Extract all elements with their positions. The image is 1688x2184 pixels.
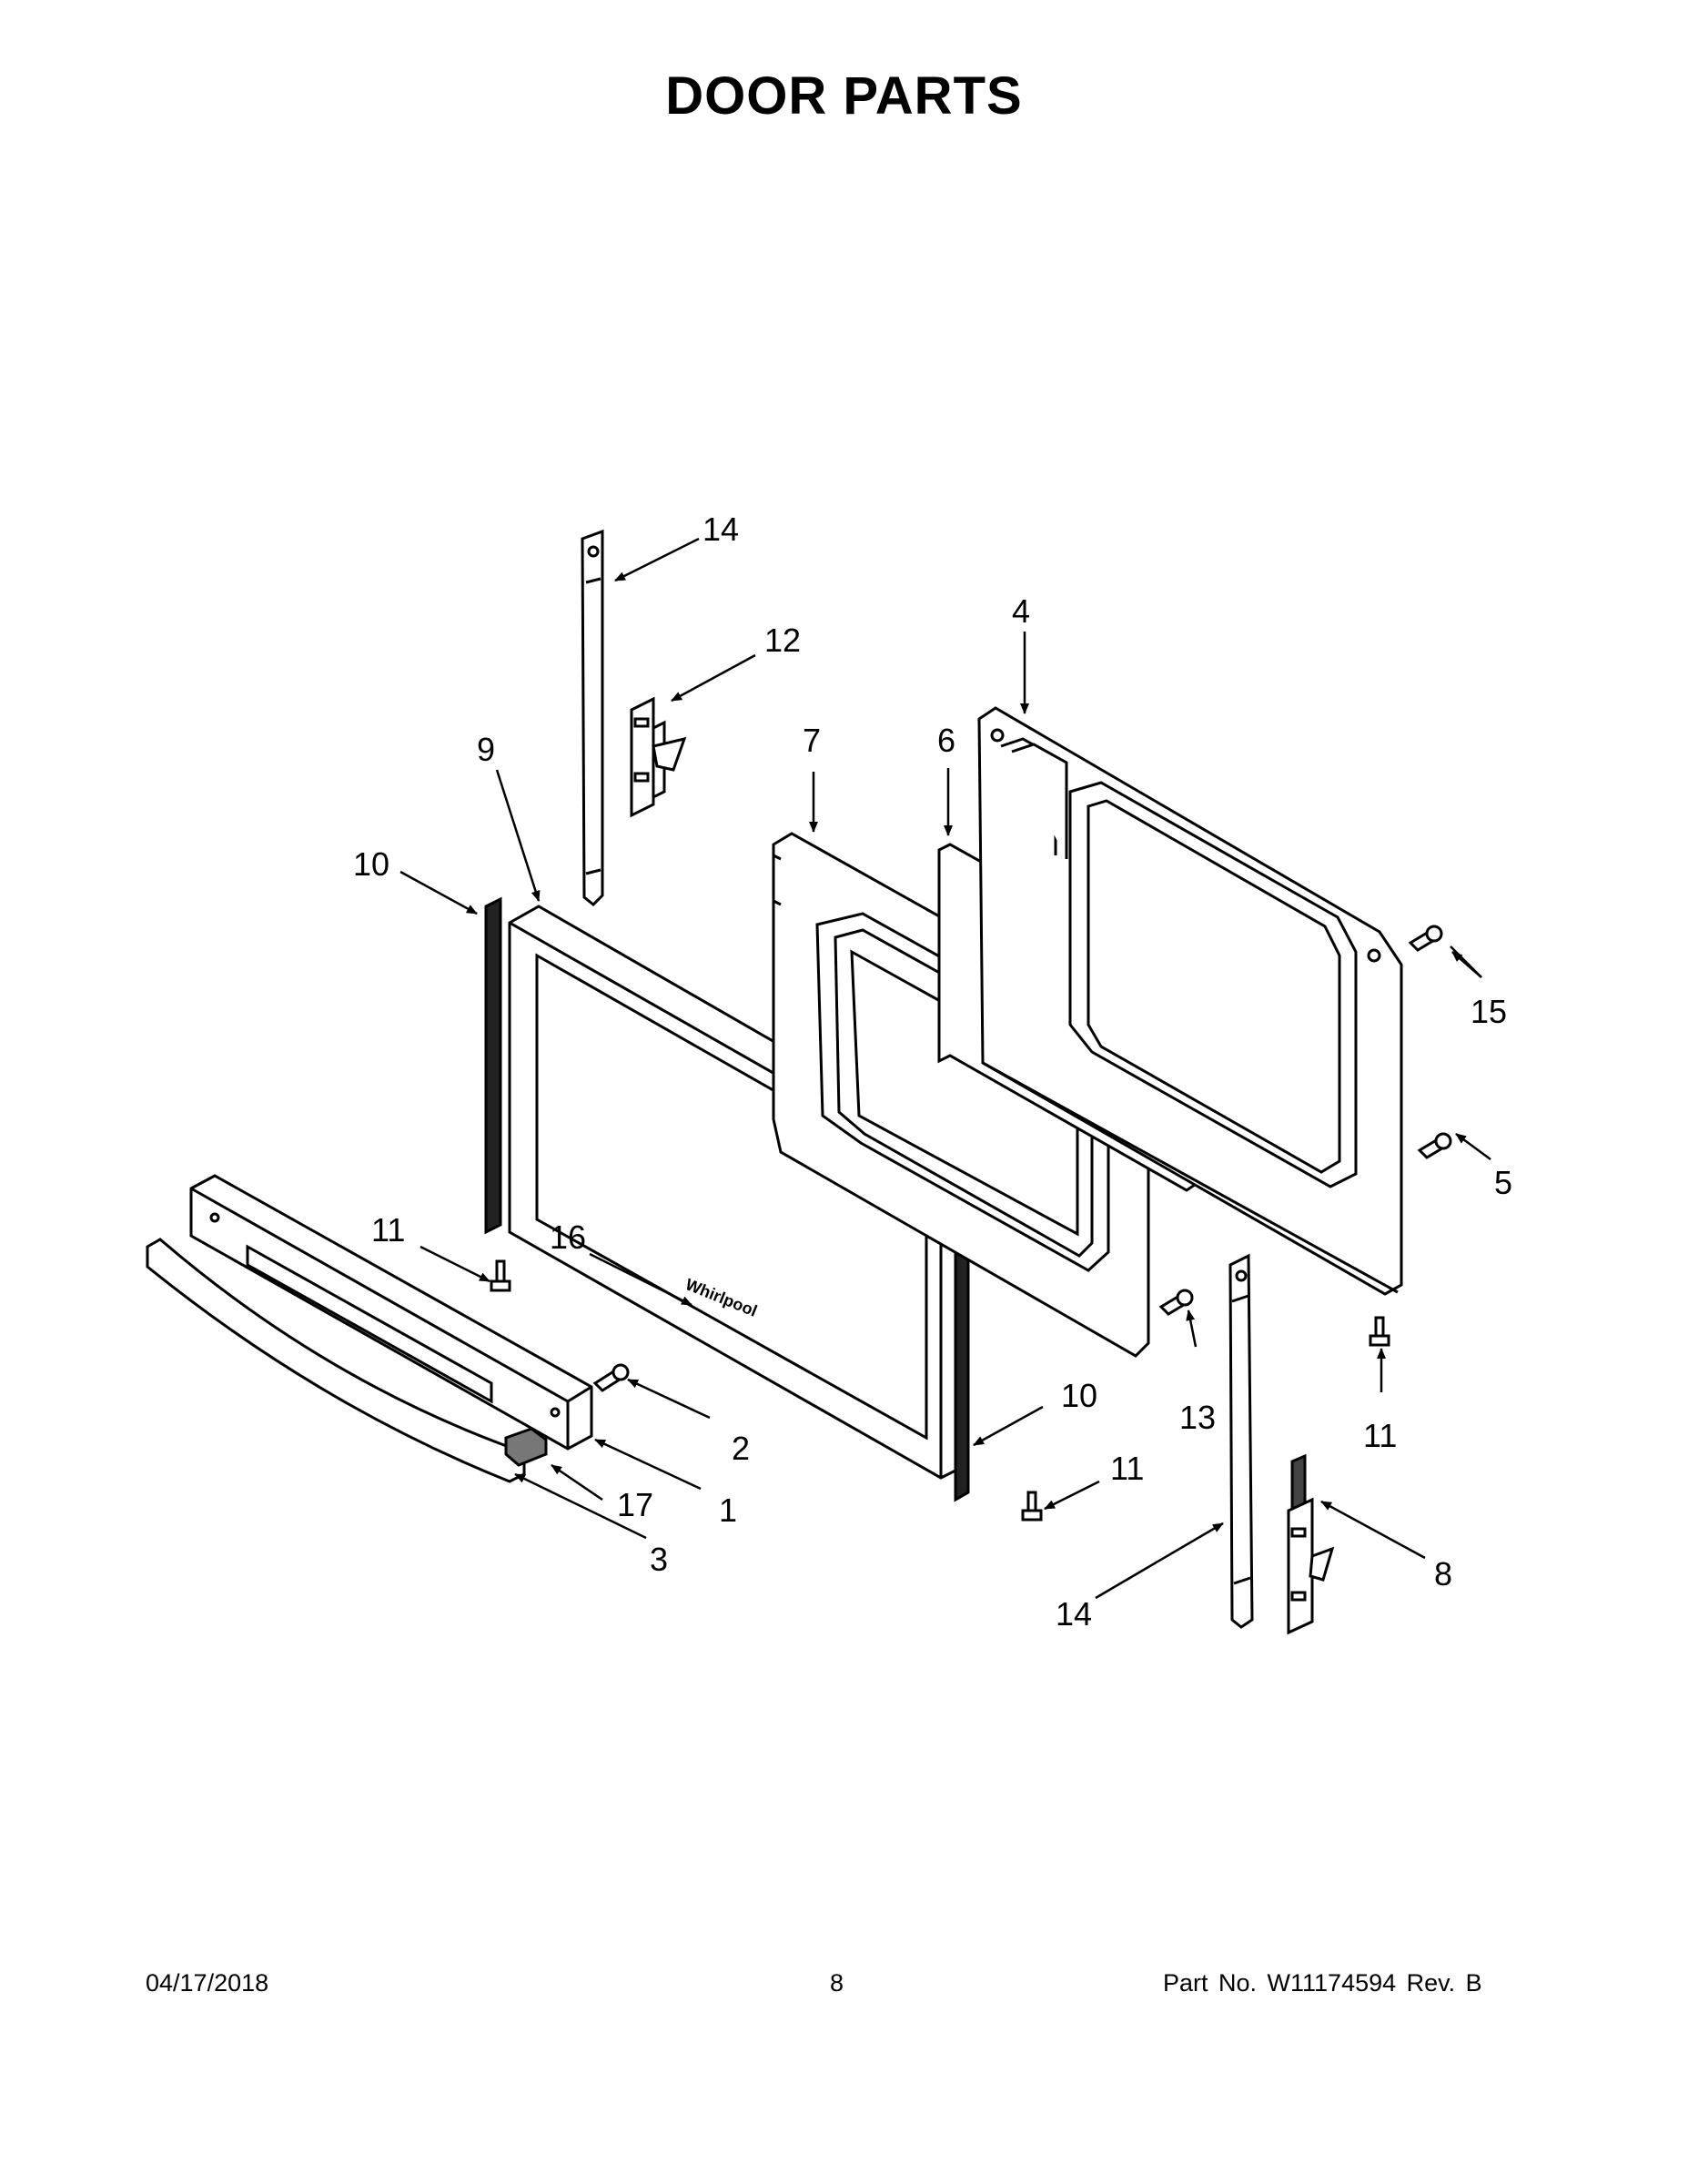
footer-date: 04/17/2018 — [146, 1969, 269, 1997]
callout-12: 12 — [764, 622, 801, 659]
callout-16: 16 — [550, 1218, 586, 1256]
callout-5: 5 — [1494, 1164, 1512, 1201]
callout-15: 15 — [1471, 993, 1507, 1030]
callout-7: 7 — [803, 722, 821, 759]
door-back-panel — [977, 706, 1403, 1296]
leader-lines — [399, 537, 1491, 1600]
screw-part-15 — [1408, 925, 1443, 952]
callout-11-center: 11 — [1110, 1450, 1144, 1487]
door-hinge-top — [630, 696, 687, 818]
callout-1: 1 — [719, 1491, 737, 1529]
screw-part-13 — [1158, 1289, 1194, 1316]
handle-end-cap — [504, 1427, 548, 1467]
screw-part-11-right — [1369, 1316, 1390, 1347]
callout-6: 6 — [937, 722, 955, 759]
callout-9: 9 — [477, 731, 495, 768]
hinge-channel-bottom — [1228, 1253, 1254, 1629]
screw-part-5 — [1417, 1132, 1452, 1159]
callout-17: 17 — [617, 1486, 653, 1523]
screw-part-2 — [592, 1363, 630, 1392]
door-trim-vent — [189, 1174, 593, 1451]
callout-4: 4 — [1012, 592, 1030, 630]
outer-door-panel: Whirlpool — [508, 905, 965, 1480]
page-title: DOOR PARTS — [665, 66, 1023, 126]
callout-11-right: 11 — [1363, 1417, 1397, 1454]
screw-part-11-center — [1021, 1491, 1043, 1522]
callout-14-top: 14 — [702, 511, 739, 548]
screw-part-11-left — [490, 1259, 511, 1292]
footer-page-number: 8 — [830, 1969, 844, 1997]
callout-10-right: 10 — [1061, 1377, 1097, 1414]
callout-11-left: 11 — [371, 1211, 405, 1249]
door-seal-left — [484, 896, 502, 1235]
callout-3: 3 — [650, 1541, 668, 1578]
footer-part-number: Part No. W11174594 Rev. B — [1163, 1969, 1482, 1997]
callout-labels: 14 12 4 7 6 9 10 15 5 11 16 10 13 11 2 1… — [353, 511, 1512, 1633]
callout-2: 2 — [732, 1430, 750, 1467]
callout-10-left: 10 — [353, 845, 389, 883]
hinge-channel-top — [581, 529, 604, 907]
door-hinge-bottom — [1287, 1453, 1335, 1635]
callout-13: 13 — [1179, 1399, 1216, 1436]
callout-8: 8 — [1434, 1555, 1452, 1592]
callout-14-bottom: 14 — [1056, 1595, 1092, 1633]
